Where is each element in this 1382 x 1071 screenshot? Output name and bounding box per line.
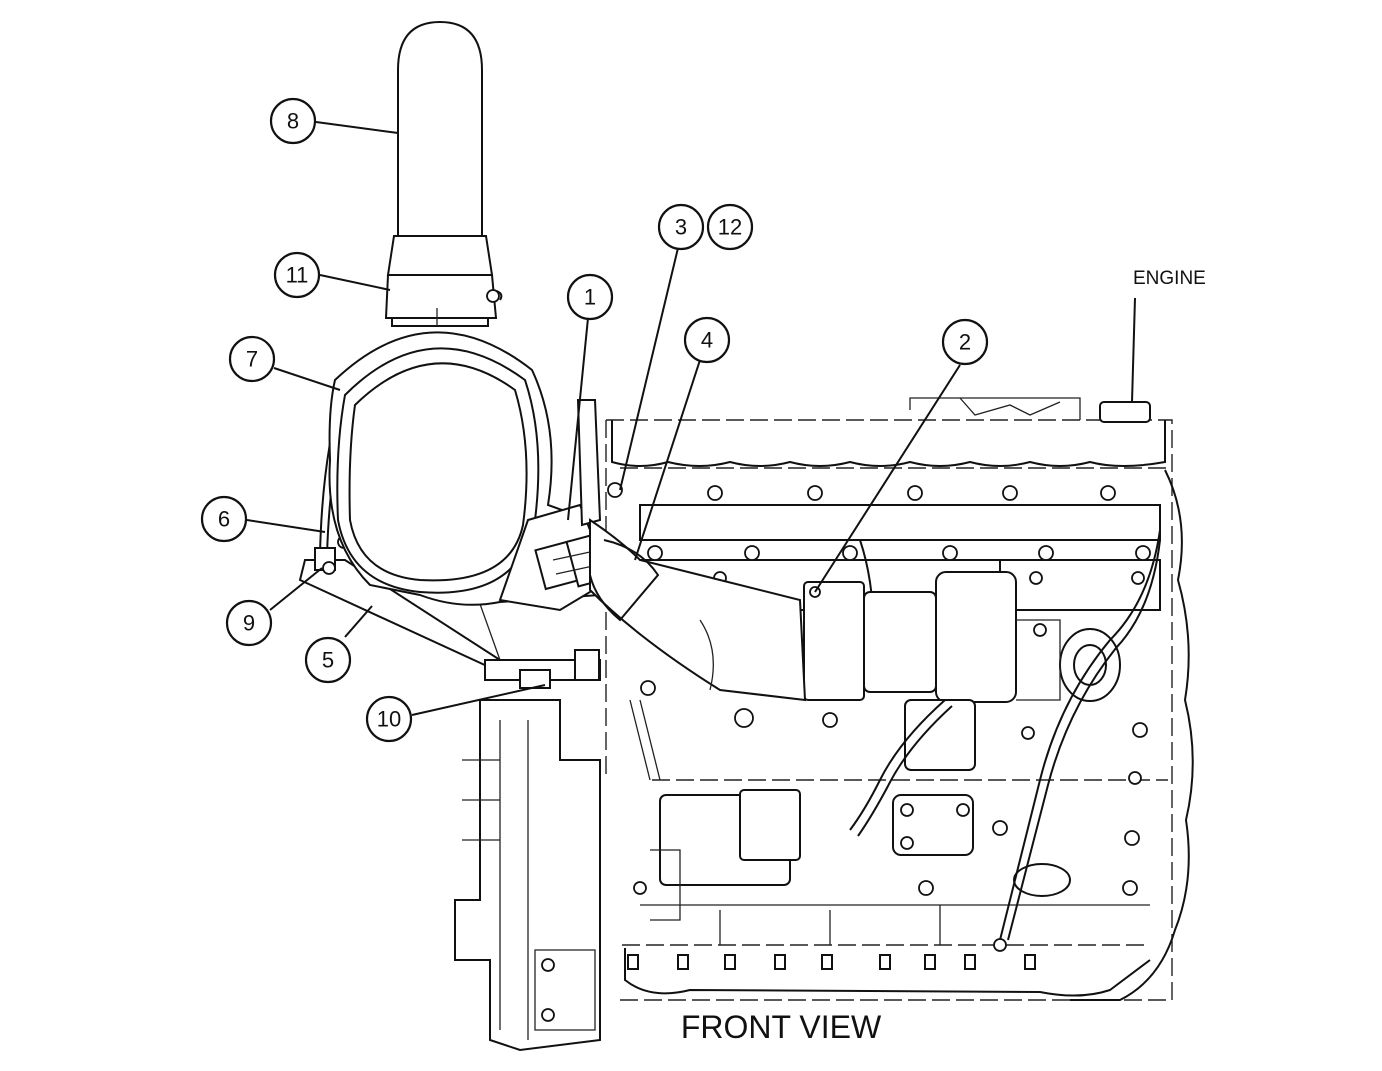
- leader-3: [619, 247, 679, 491]
- callout-11-label: 11: [286, 263, 309, 288]
- leader-4: [634, 359, 701, 561]
- callout-10-label: 10: [377, 707, 401, 732]
- callout-5: 5: [304, 636, 352, 684]
- callout-7: 7: [228, 335, 276, 383]
- callout-4-label: 4: [701, 328, 713, 353]
- leader-10: [411, 684, 546, 716]
- leader-engine: [1131, 297, 1136, 403]
- callout-9: 9: [225, 599, 273, 647]
- callout-10: 10: [365, 695, 413, 743]
- callout-1: 1: [566, 273, 614, 321]
- callout-7-label: 7: [246, 347, 258, 372]
- engine-block: [454, 397, 1194, 1052]
- callout-3: 3: [657, 203, 705, 251]
- elbow-hose: [589, 518, 807, 702]
- callout-6-label: 6: [218, 507, 230, 532]
- callout-8-label: 8: [287, 109, 299, 134]
- leader-9: [269, 567, 323, 611]
- leader-6: [246, 519, 326, 533]
- callout-6: 6: [200, 495, 248, 543]
- clamp: [384, 274, 498, 319]
- engine-label: ENGINE: [1133, 268, 1206, 289]
- leader-1: [567, 317, 589, 521]
- leader-8: [315, 121, 399, 134]
- leader-7: [273, 367, 341, 391]
- callout-2-label: 2: [959, 330, 971, 355]
- leader-5: [344, 605, 373, 638]
- air-intake-assembly: [298, 20, 807, 702]
- leader-11: [319, 274, 391, 291]
- callout-12-label: 12: [718, 215, 742, 240]
- oil-pan-bolts: [627, 954, 1036, 970]
- callout-8: 8: [269, 97, 317, 145]
- callout-2: 2: [941, 318, 989, 366]
- view-caption: FRONT VIEW: [681, 1009, 882, 1045]
- callout-11: 11: [273, 251, 321, 299]
- engine-bolts: [607, 482, 1151, 952]
- callout-9-label: 9: [243, 611, 255, 636]
- callout-5-label: 5: [322, 648, 334, 673]
- callout-1-label: 1: [584, 285, 596, 310]
- callout-3-label: 3: [675, 215, 687, 240]
- callout-4: 4: [683, 316, 731, 364]
- leader-2: [814, 364, 961, 593]
- leader-lines: [246, 121, 1136, 716]
- callout-12: 12: [706, 203, 754, 251]
- rain-cap: [397, 20, 483, 241]
